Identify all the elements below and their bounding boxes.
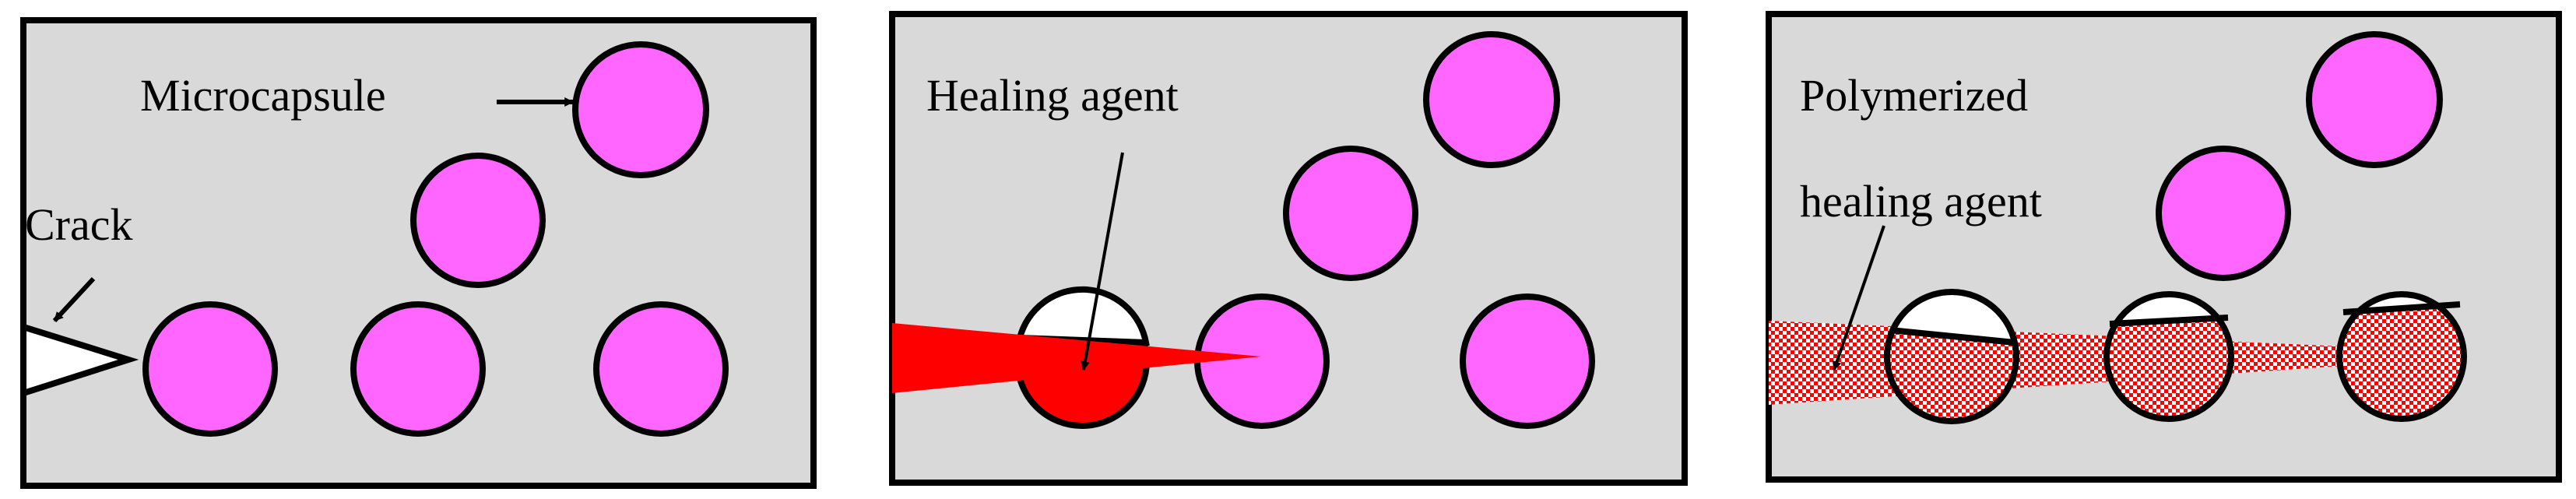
microcapsule xyxy=(1460,293,1595,429)
microcapsule-label: Microcapsule xyxy=(140,70,386,121)
microcapsule xyxy=(1194,293,1330,429)
panel-release: Healing agent xyxy=(889,11,1688,486)
polymerized-capsule xyxy=(2336,291,2467,422)
empty-cavity xyxy=(1015,286,1150,346)
panel-intact: Microcapsule Crack xyxy=(20,17,817,489)
microcapsule xyxy=(572,41,709,178)
crack-arrow xyxy=(52,276,96,323)
crack-label: Crack xyxy=(25,199,133,250)
panel-polymerized: Polymerized healing agent xyxy=(1766,11,2562,483)
healing-agent-label: Healing agent xyxy=(926,70,1179,121)
polymerized-label-line2: healing agent xyxy=(1800,176,2042,227)
polymerized-label-line1: Polymerized xyxy=(1800,70,2028,121)
microcapsule xyxy=(2156,146,2291,281)
polymerized-capsule xyxy=(1884,289,2019,424)
polymerized-arrow xyxy=(1832,225,1885,371)
healing-agent-arrow xyxy=(1080,152,1124,371)
microcapsule xyxy=(593,301,729,437)
microcapsule xyxy=(2306,31,2443,168)
microcapsule xyxy=(142,301,278,437)
microcapsule xyxy=(1283,146,1418,281)
microcapsule xyxy=(1423,31,1560,168)
polymerized-capsule xyxy=(2103,291,2234,422)
microcapsule xyxy=(350,301,486,437)
healing-agent-flow xyxy=(892,323,1261,393)
crack-wedge xyxy=(20,322,139,398)
microcapsule xyxy=(410,153,546,288)
